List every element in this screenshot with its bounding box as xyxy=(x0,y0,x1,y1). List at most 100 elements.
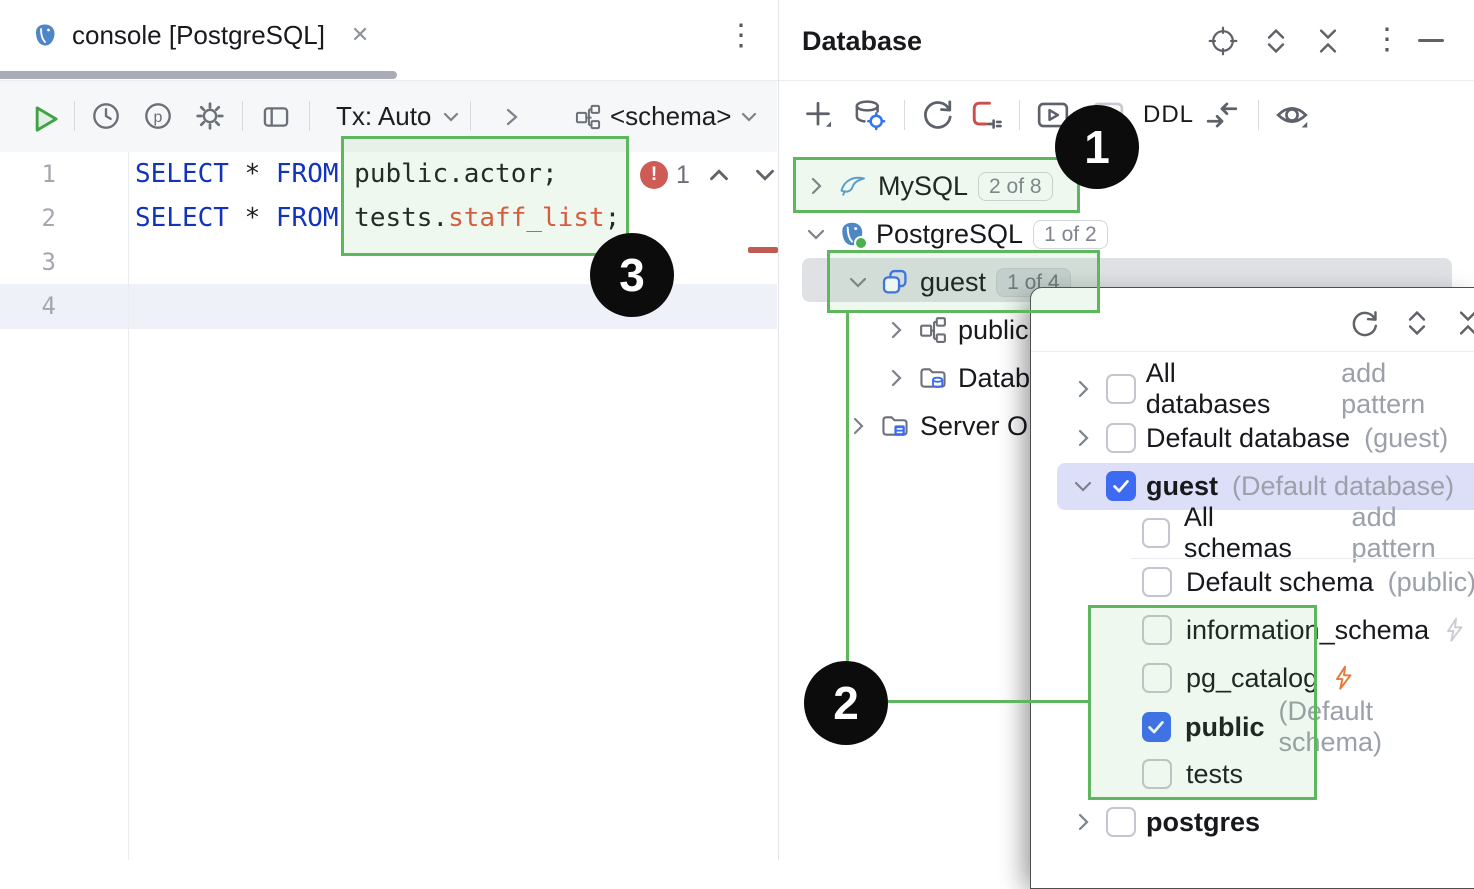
annotation-step-3: 3 xyxy=(590,233,674,317)
refresh-icon[interactable] xyxy=(920,97,956,133)
popup-row-information-schema[interactable]: information_schema xyxy=(1142,606,1469,654)
schema-count-badge: 1 of 2 xyxy=(1033,219,1108,249)
toolbar-separator xyxy=(1019,100,1020,130)
checkbox-unchecked[interactable] xyxy=(1142,615,1172,645)
tree-item-postgresql[interactable]: PostgreSQL 1 of 2 xyxy=(804,210,1108,258)
new-datasource-button[interactable] xyxy=(800,97,836,133)
tab-bar-menu-icon[interactable]: ⋮ xyxy=(726,19,756,52)
introspection-lightning-icon xyxy=(1336,665,1352,690)
introspection-lightning-icon xyxy=(1447,617,1463,642)
annotation-connector-horizontal xyxy=(888,700,1090,703)
tree-item-server-objects[interactable]: Server O xyxy=(846,402,1028,450)
expand-all-icon[interactable] xyxy=(1402,308,1432,338)
popup-row-pg-catalog[interactable]: pg_catalog xyxy=(1142,654,1358,702)
refresh-icon[interactable] xyxy=(1349,308,1381,340)
editor-toolbar: p Tx: Auto <schema> xyxy=(0,81,777,152)
folder-server-icon xyxy=(880,411,910,441)
popup-row-tests[interactable]: tests xyxy=(1142,750,1243,798)
editor-tab-bar: console [PostgreSQL] ✕ ⋮ xyxy=(0,0,777,70)
popup-row-default-database[interactable]: Default database (guest) xyxy=(1071,414,1448,462)
tree-item-public-schema[interactable]: public xyxy=(884,306,1029,354)
inspections-widget[interactable]: ! 1 xyxy=(640,160,780,190)
run-button[interactable] xyxy=(28,102,62,136)
datasource-properties-icon[interactable] xyxy=(852,97,888,133)
ddl-mapping-arrows-icon[interactable] xyxy=(1204,97,1240,133)
row-label: All databases xyxy=(1145,358,1271,419)
popup-row-all-databases[interactable]: All databases add pattern xyxy=(1071,358,1474,419)
popup-row-guest[interactable]: guest (Default database) xyxy=(1071,462,1454,510)
sql-keyword: FROM xyxy=(275,203,355,233)
panel-title: Database xyxy=(802,26,923,56)
popup-row-all-schemas[interactable]: All schemas add pattern xyxy=(1142,502,1474,563)
popup-row-public[interactable]: public (Default schema) xyxy=(1142,696,1474,757)
add-pattern-link[interactable]: add pattern xyxy=(1351,502,1436,563)
ddl-mapping-label[interactable]: DDL xyxy=(1143,101,1195,128)
highlight-box-mysql xyxy=(793,157,1080,213)
schema-selector[interactable]: <schema> xyxy=(574,81,759,152)
code-line-2[interactable]: SELECT * FROM tests.staff_list; xyxy=(135,196,620,240)
tx-mode-label: Tx: Auto xyxy=(336,101,432,131)
chevron-right-icon[interactable] xyxy=(500,105,524,129)
panel-options-menu-icon[interactable]: ⋮ xyxy=(1372,23,1402,56)
view-options-eye-icon[interactable] xyxy=(1274,97,1310,133)
row-label: pg_catalog xyxy=(1186,662,1319,693)
checkbox-unchecked[interactable] xyxy=(1142,567,1172,597)
tree-item-database-objects[interactable]: Datab xyxy=(884,354,1030,402)
toolbar-separator xyxy=(242,101,243,131)
checkbox-unchecked[interactable] xyxy=(1106,807,1136,837)
tree-item-mysql[interactable]: MySQL 2 of 8 xyxy=(804,162,1053,210)
chevron-down-icon xyxy=(807,229,825,240)
checkbox-unchecked[interactable] xyxy=(1105,374,1136,404)
parameters-icon[interactable]: p xyxy=(142,100,174,132)
chevron-down-icon xyxy=(742,112,757,122)
toolbar-separator xyxy=(74,101,75,131)
settings-gear-icon[interactable] xyxy=(194,100,226,132)
locate-object-icon[interactable] xyxy=(1208,26,1238,56)
expand-all-icon[interactable] xyxy=(1261,26,1291,56)
checkbox-checked[interactable] xyxy=(1142,712,1171,742)
collapse-all-icon[interactable] xyxy=(1453,308,1474,338)
annotation-connector-vertical xyxy=(846,310,849,661)
checkbox-checked[interactable] xyxy=(1106,471,1136,501)
postgresql-logo-icon xyxy=(32,22,58,48)
tx-mode-selector[interactable]: Tx: Auto xyxy=(336,81,461,152)
jump-to-console-icon[interactable] xyxy=(1035,97,1071,133)
annotation-step-2: 2 xyxy=(804,661,888,745)
row-note: (public) xyxy=(1387,566,1474,597)
chevron-right-icon xyxy=(853,417,864,435)
panel-splitter[interactable] xyxy=(778,0,779,860)
toolbar-separator xyxy=(470,101,471,131)
checkbox-unchecked[interactable] xyxy=(1142,518,1170,548)
code-line-1[interactable]: SELECT * FROM public.actor; xyxy=(135,152,558,196)
checkbox-unchecked[interactable] xyxy=(1106,423,1136,453)
prev-error-icon[interactable] xyxy=(704,160,734,190)
error-stripe-mark[interactable] xyxy=(748,247,778,253)
add-pattern-link[interactable]: add pattern xyxy=(1341,358,1426,419)
sql-punct: ; xyxy=(604,203,621,233)
folder-database-icon xyxy=(918,363,948,393)
popup-row-default-schema[interactable]: Default schema (public) xyxy=(1142,558,1474,606)
tree-item-label: MySQL xyxy=(878,170,969,201)
tab-scrollbar[interactable] xyxy=(0,71,397,79)
disconnect-icon[interactable] xyxy=(968,97,1004,133)
checkbox-unchecked[interactable] xyxy=(1142,759,1172,789)
error-count: 1 xyxy=(676,160,690,189)
checkbox-unchecked[interactable] xyxy=(1142,663,1172,693)
popup-group-divider xyxy=(1131,558,1474,559)
next-error-icon[interactable] xyxy=(750,160,780,190)
tab-console-postgresql[interactable]: console [PostgreSQL] ✕ xyxy=(32,20,369,51)
tab-close-icon[interactable]: ✕ xyxy=(350,22,370,47)
popup-row-postgres[interactable]: postgres xyxy=(1071,798,1260,846)
schema-icon xyxy=(918,315,948,345)
in-editor-results-icon[interactable] xyxy=(260,101,292,133)
chevron-right-icon xyxy=(1078,380,1089,398)
hide-panel-icon[interactable] xyxy=(1418,39,1444,42)
history-icon[interactable] xyxy=(90,100,122,132)
row-label: All schemas xyxy=(1183,502,1292,563)
annotation-step-1: 1 xyxy=(1055,105,1139,189)
sql-table-ref: public.actor; xyxy=(354,159,558,189)
sql-operator: * xyxy=(244,203,276,233)
svg-text:p: p xyxy=(154,109,163,126)
collapse-all-icon[interactable] xyxy=(1313,26,1343,56)
